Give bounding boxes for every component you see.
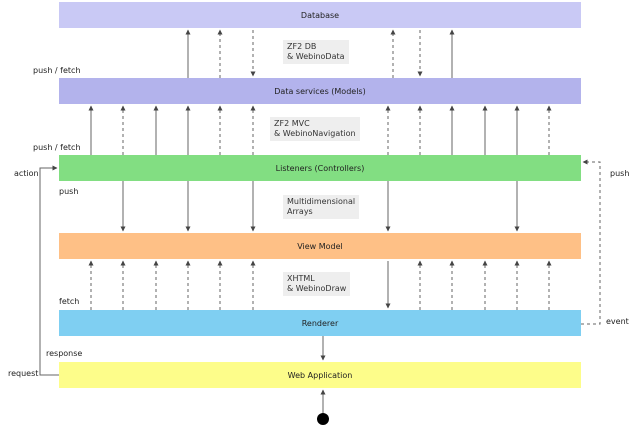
event-label: event <box>606 317 629 326</box>
listeners-layer: Listeners (Controllers) <box>59 155 581 181</box>
renderer-label: Renderer <box>301 318 339 328</box>
push-fetch-label-mid: push / fetch <box>33 143 81 152</box>
start-node <box>317 413 329 425</box>
push-label-left: push <box>59 187 79 196</box>
data-services-layer: Data services (Models) <box>59 78 581 104</box>
view-model-layer: View Model <box>59 233 581 259</box>
action-label: action <box>14 169 39 178</box>
response-label: response <box>46 349 83 358</box>
fetch-label: fetch <box>59 297 80 306</box>
renderer-layer: Renderer <box>59 310 581 336</box>
arrays-note: Multidimensional Arrays <box>283 195 360 219</box>
xhtml-note: XHTML & WebinoDraw <box>283 272 351 296</box>
zf2-mvc-note: ZF2 MVC & WebinoNavigation <box>270 117 360 141</box>
data-services-label: Data services (Models) <box>274 86 366 96</box>
database-label: Database <box>300 10 340 20</box>
request-label: request <box>8 369 39 378</box>
web-application-label: Web Application <box>287 370 353 380</box>
push-label-right: push <box>610 169 630 178</box>
event-loop-line <box>581 159 601 325</box>
database-layer: Database <box>59 2 581 28</box>
request-loop-line <box>39 165 59 376</box>
view-model-label: View Model <box>297 241 343 251</box>
web-application-layer: Web Application <box>59 362 581 388</box>
listeners-label: Listeners (Controllers) <box>275 163 365 173</box>
zf2-db-note: ZF2 DB & WebinoData <box>283 40 349 64</box>
push-fetch-label-top: push / fetch <box>33 66 81 75</box>
